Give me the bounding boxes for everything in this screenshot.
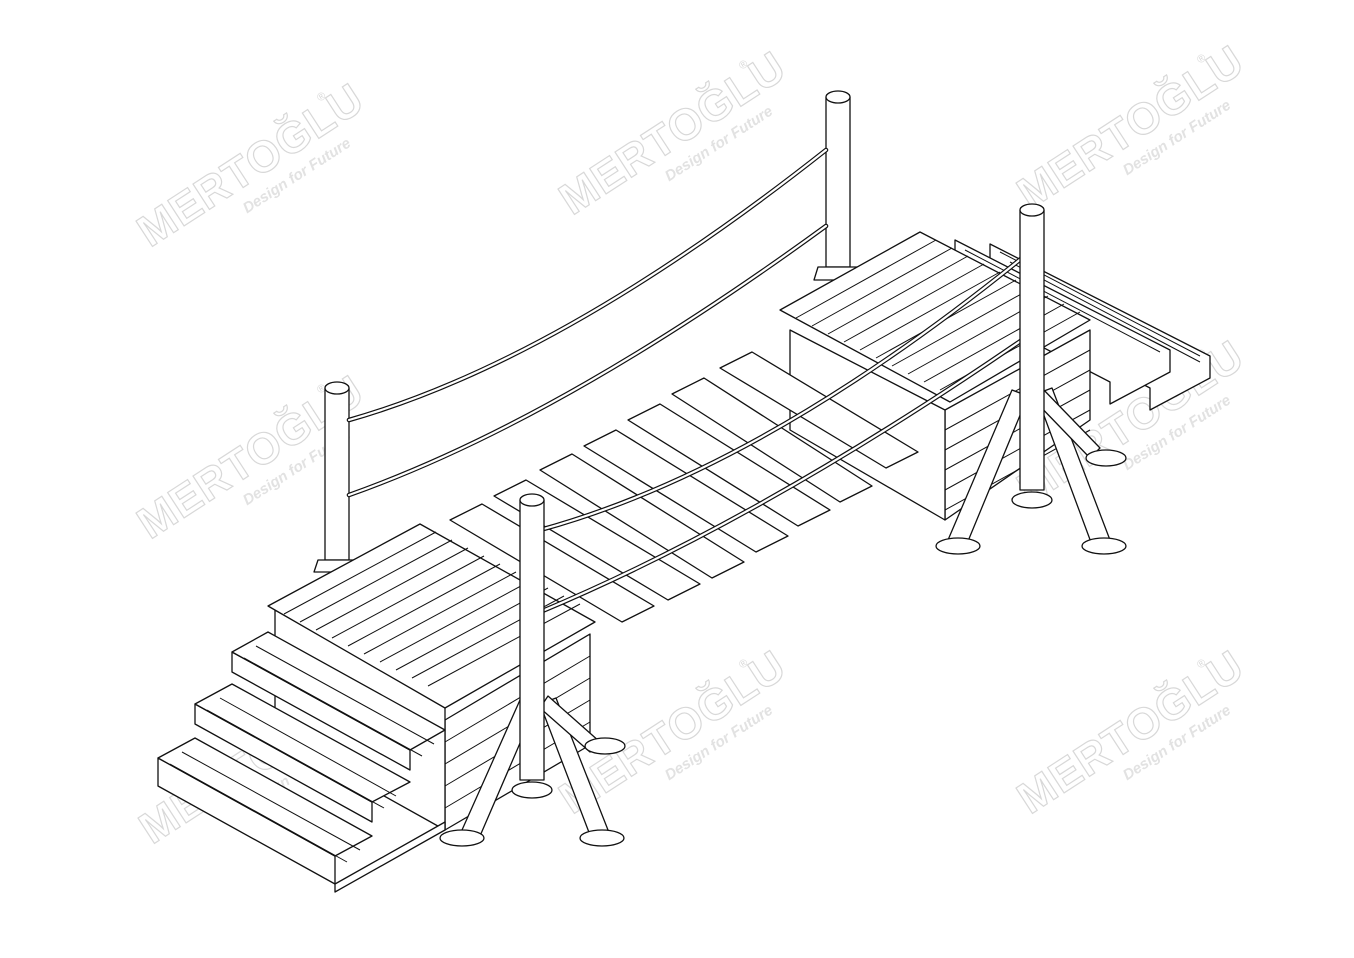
watermark-3: MERTOĞLU Design for Future ® — [1008, 35, 1254, 219]
bridge-plank — [539, 453, 745, 579]
watermark-brand: MERTOĞLU — [1008, 640, 1252, 823]
left-stairs — [157, 631, 446, 893]
watermark-8: MERTOĞLU Design for Future ® — [1008, 640, 1254, 824]
back-railing-ropes — [346, 147, 829, 498]
bridge-plank — [449, 503, 655, 623]
bridge-plank — [671, 377, 873, 503]
bridge-plank — [493, 479, 701, 601]
post-back-right — [813, 90, 863, 281]
watermark-2: MERTOĞLU Design for Future ® — [550, 41, 796, 225]
watermark-1: MERTOĞLU Design for Future ® — [128, 73, 374, 257]
post-front-right — [935, 203, 1127, 555]
post-front-left — [439, 493, 626, 847]
watermark-brand: MERTOĞLU — [550, 41, 794, 224]
bridge-plank — [583, 429, 789, 553]
front-railing-ropes — [537, 255, 1025, 615]
watermark-brand: MERTOĞLU — [128, 73, 372, 256]
watermark-brand: MERTOĞLU — [1008, 35, 1252, 218]
